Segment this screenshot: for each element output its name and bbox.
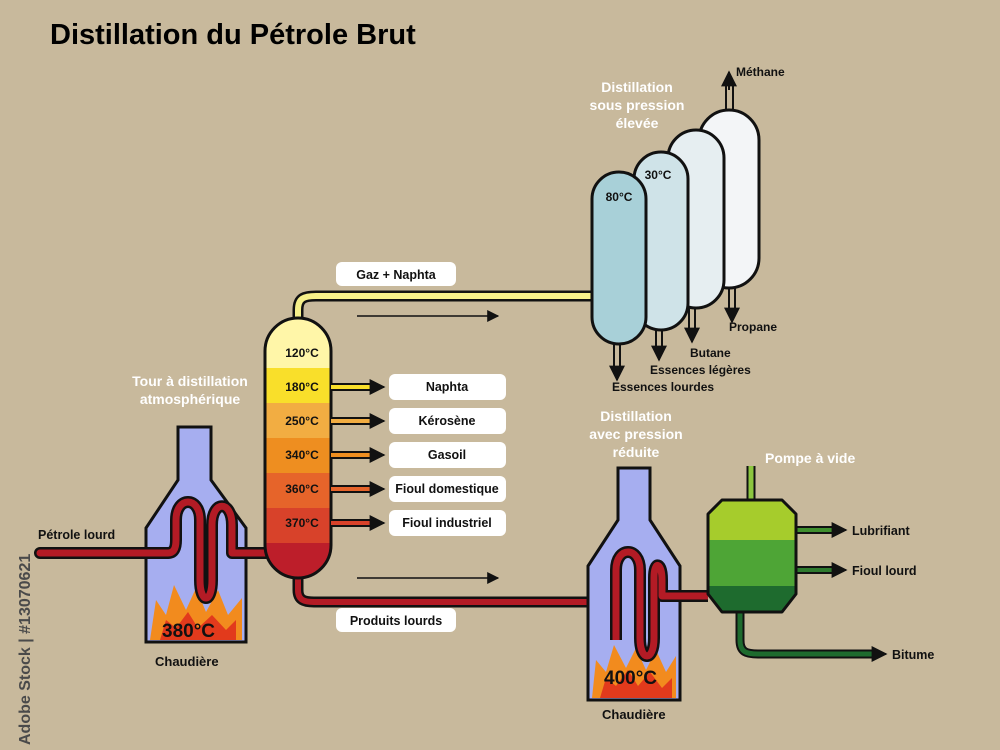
product-outlet: Fioul industriel [331, 510, 506, 536]
product-label-box [389, 510, 506, 536]
vacuum-coil-pipe [612, 548, 708, 660]
furnace-temp-atmospheric: 380°C [162, 621, 215, 642]
tower-level-temp: 250°C [285, 414, 319, 428]
hp-label-line3: élevée [616, 115, 659, 131]
furnace-label-atmospheric: Chaudière [155, 654, 219, 669]
tower-label-line1: Tour à distillation [132, 373, 248, 389]
tower-level-temp: 340°C [285, 448, 319, 462]
vacuum-vessel [706, 498, 798, 614]
pump-label: Pompe à vide [765, 450, 855, 466]
vac-label-line2: avec pression [589, 426, 682, 442]
page-title: Distillation du Pétrole Brut [50, 19, 416, 51]
product-label-box [389, 476, 506, 502]
tower-label-line2: atmosphérique [140, 391, 241, 407]
product-outlet: Fioul domestique [331, 476, 506, 502]
vac-label-line1: Distillation [600, 408, 672, 424]
product-outlet: Gasoil [331, 442, 506, 468]
gas-naphtha-label-box [336, 262, 456, 286]
product-label: Gasoil [428, 448, 466, 462]
hp-label-line1: Distillation [601, 79, 673, 95]
heavy-gasoline-label: Essences lourdes [612, 380, 714, 394]
furnace-temp-vacuum: 400°C [604, 668, 657, 689]
hp-label-line2: sous pression [590, 97, 685, 113]
heavy-products-label: Produits lourds [350, 614, 442, 628]
input-label: Pétrole lourd [38, 528, 115, 542]
product-label: Fioul domestique [395, 482, 499, 496]
hp-temp-2: 30°C [645, 168, 672, 182]
heavy-fuel-label: Fioul lourd [852, 564, 917, 578]
product-label: Fioul industriel [402, 516, 492, 530]
gas-naphtha-pipe [295, 293, 592, 320]
bitumen-pipe [737, 610, 872, 657]
product-label: Kérosène [419, 414, 476, 428]
product-outlet: Naphta [331, 374, 506, 400]
product-label: Naphta [426, 380, 469, 394]
gas-naphtha-label: Gaz + Naphta [356, 268, 437, 282]
hp-column-1 [590, 170, 648, 346]
butane-label: Butane [690, 346, 731, 360]
product-outlet: Kérosène [331, 408, 506, 434]
vac-label-line3: réduite [613, 444, 660, 460]
watermark-text: Adobe Stock | #13070621 [17, 554, 34, 745]
tower-level-temp: 370°C [285, 516, 319, 530]
furnace-label-vacuum: Chaudière [602, 707, 666, 722]
hp-temp-1: 80°C [606, 190, 633, 204]
atmospheric-tower [263, 316, 333, 580]
tower-level-temp: 360°C [285, 482, 319, 496]
light-gasoline-label: Essences légères [650, 363, 751, 377]
lubricant-label: Lubrifiant [852, 524, 910, 538]
product-label-box [389, 374, 506, 400]
tower-level-temp: 180°C [285, 380, 319, 394]
heavy-products-label-box [336, 608, 456, 632]
bitumen-label: Bitume [892, 648, 934, 662]
propane-label: Propane [729, 320, 777, 334]
product-label-box [389, 442, 506, 468]
product-label-box [389, 408, 506, 434]
methane-label: Méthane [736, 65, 785, 79]
tower-level-temp: 120°C [285, 346, 319, 360]
